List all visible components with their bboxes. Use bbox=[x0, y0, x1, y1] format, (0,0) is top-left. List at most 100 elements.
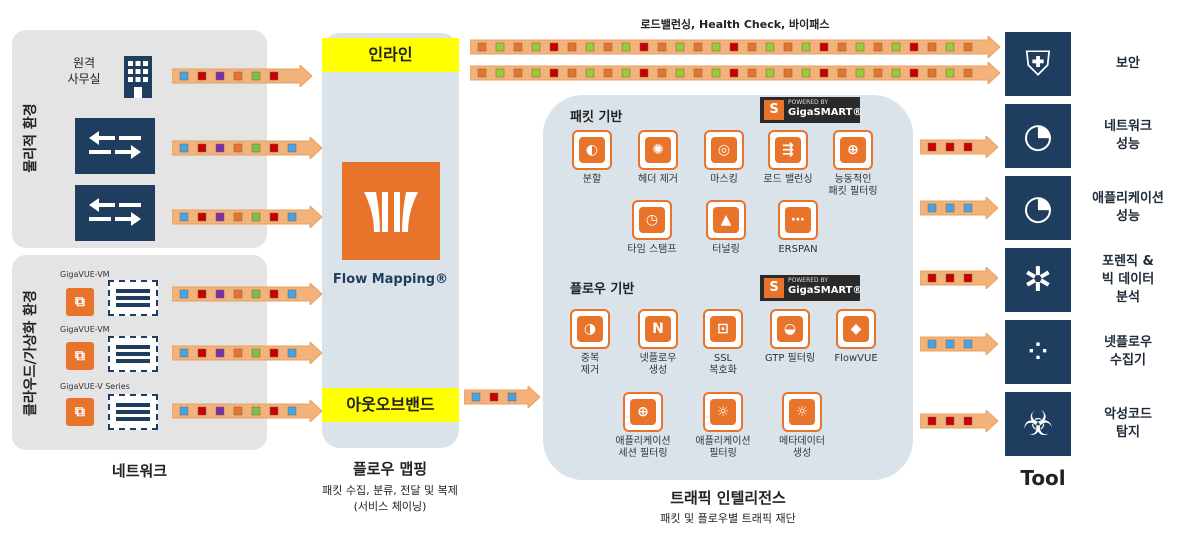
packet-dot bbox=[531, 42, 541, 52]
powered-by-text: POWERED BY bbox=[788, 277, 829, 284]
packet-dot bbox=[549, 42, 559, 52]
flow-mapping-label: Flow Mapping® bbox=[332, 272, 449, 287]
packet-dot bbox=[927, 142, 937, 152]
app-filter-icon: ☼ bbox=[703, 392, 743, 432]
arrow-right bbox=[919, 134, 999, 160]
tile-label: 능동적인 패킷 필터링 bbox=[828, 174, 878, 197]
packet-dot bbox=[945, 68, 955, 78]
packet-dot bbox=[927, 203, 937, 213]
packet-dot bbox=[837, 42, 847, 52]
network-caption: 네트워크 bbox=[111, 462, 168, 480]
gauge-icon: ◔ bbox=[1023, 116, 1053, 156]
packet-dot bbox=[963, 42, 973, 52]
packet-dot bbox=[927, 339, 937, 349]
top-arrow-label: 로드밸런싱, Health Check, 바이패스 bbox=[640, 18, 830, 31]
app-session-icon: ⊕ bbox=[623, 392, 663, 432]
packet-dot bbox=[197, 348, 207, 358]
aperture-icon: ✲ bbox=[1005, 248, 1071, 312]
packet-dot bbox=[215, 71, 225, 81]
packet-dot bbox=[963, 416, 973, 426]
shield-icon: ⛨ bbox=[1025, 44, 1051, 84]
packet-dot bbox=[711, 68, 721, 78]
packet-dot bbox=[215, 406, 225, 416]
tile-label: FlowVUE bbox=[834, 353, 878, 364]
packet-dot bbox=[945, 273, 955, 283]
mapping-subtitle-1: 패킷 수집, 분류, 전달 및 복제 bbox=[322, 484, 458, 497]
arrow-left bbox=[171, 340, 323, 366]
packet-dot bbox=[495, 42, 505, 52]
arrow-left bbox=[171, 281, 323, 307]
arrow-left bbox=[171, 204, 323, 230]
packet-dot bbox=[711, 42, 721, 52]
gtp-icon: ◒ bbox=[770, 309, 810, 349]
tool-label: 보안 bbox=[1116, 56, 1140, 71]
tile-label: GTP 필터링 bbox=[764, 353, 816, 364]
tile-label: 타임 스탬프 bbox=[627, 244, 677, 255]
packet-dot bbox=[179, 212, 189, 222]
packet-dot bbox=[233, 348, 243, 358]
packet-based-title: 패킷 기반 bbox=[570, 110, 623, 125]
packet-dot bbox=[233, 143, 243, 153]
packet-dot bbox=[945, 142, 955, 152]
packet-dot bbox=[531, 68, 541, 78]
netflow-icon: N bbox=[638, 309, 678, 349]
packet-dot bbox=[783, 68, 793, 78]
tile-label: 터널링 bbox=[712, 244, 740, 255]
packet-dot bbox=[495, 68, 505, 78]
tile-label: 메타데이터 생성 bbox=[779, 436, 825, 459]
arrow-right bbox=[919, 331, 999, 357]
metadata-icon: ☼ bbox=[782, 392, 822, 432]
tool-label: 애플리케이션 성능 bbox=[1092, 191, 1164, 224]
tile-label: 마스킹 bbox=[710, 174, 738, 185]
gigasmart-logo-icon: S bbox=[764, 278, 784, 298]
service-box-1 bbox=[108, 280, 158, 316]
packet-dot bbox=[179, 348, 189, 358]
packet-dot bbox=[507, 392, 517, 402]
packet-dot bbox=[729, 42, 739, 52]
erspan-icon: ⋯ bbox=[778, 200, 818, 240]
aperture-icon: ✲ bbox=[1023, 260, 1053, 300]
packet-dot bbox=[909, 42, 919, 52]
tile-label: 분할 bbox=[582, 174, 602, 185]
service-box-3 bbox=[108, 394, 158, 430]
packet-dot bbox=[693, 42, 703, 52]
packet-dot bbox=[251, 212, 261, 222]
packet-dot bbox=[675, 42, 685, 52]
vm-label-1: GigaVUE-VM bbox=[60, 270, 110, 279]
biohazard-icon: ☣ bbox=[1005, 392, 1071, 456]
tile-label: 중복 제거 bbox=[580, 353, 600, 376]
packet-dot bbox=[765, 42, 775, 52]
packet-dot bbox=[233, 212, 243, 222]
packet-dot bbox=[927, 273, 937, 283]
cloud-env-label: 클라우드/가상화 환경 bbox=[23, 290, 39, 416]
packet-dot bbox=[215, 348, 225, 358]
packet-dot bbox=[269, 406, 279, 416]
nodes-icon: ⁘ bbox=[1005, 320, 1071, 384]
packet-dot bbox=[251, 289, 261, 299]
packet-dot bbox=[233, 406, 243, 416]
packet-dot bbox=[639, 42, 649, 52]
packet-dot bbox=[747, 42, 757, 52]
packet-dot bbox=[963, 68, 973, 78]
packet-dot bbox=[927, 42, 937, 52]
inline-label: 인라인 bbox=[322, 38, 459, 72]
packet-dot bbox=[215, 289, 225, 299]
packet-dot bbox=[945, 42, 955, 52]
packet-dot bbox=[287, 289, 297, 299]
flowvue-icon: ◆ bbox=[836, 309, 876, 349]
packet-dot bbox=[197, 406, 207, 416]
mapping-caption: 플로우 맵핑 bbox=[352, 460, 428, 478]
packet-dot bbox=[837, 68, 847, 78]
packet-dot bbox=[765, 68, 775, 78]
packet-dot bbox=[603, 42, 613, 52]
vm-icon-1: ⧉ bbox=[66, 288, 94, 316]
switch-icon-2 bbox=[75, 185, 155, 241]
physical-env-label: 물리적 환경 bbox=[23, 103, 39, 173]
powered-by-text: POWERED BY bbox=[788, 99, 829, 106]
arrow-right bbox=[919, 195, 999, 221]
packet-dot bbox=[729, 68, 739, 78]
packet-dot bbox=[675, 68, 685, 78]
tool-caption: Tool bbox=[1020, 466, 1066, 490]
dedup-icon: ◑ bbox=[570, 309, 610, 349]
arrow-outofband bbox=[463, 384, 541, 410]
